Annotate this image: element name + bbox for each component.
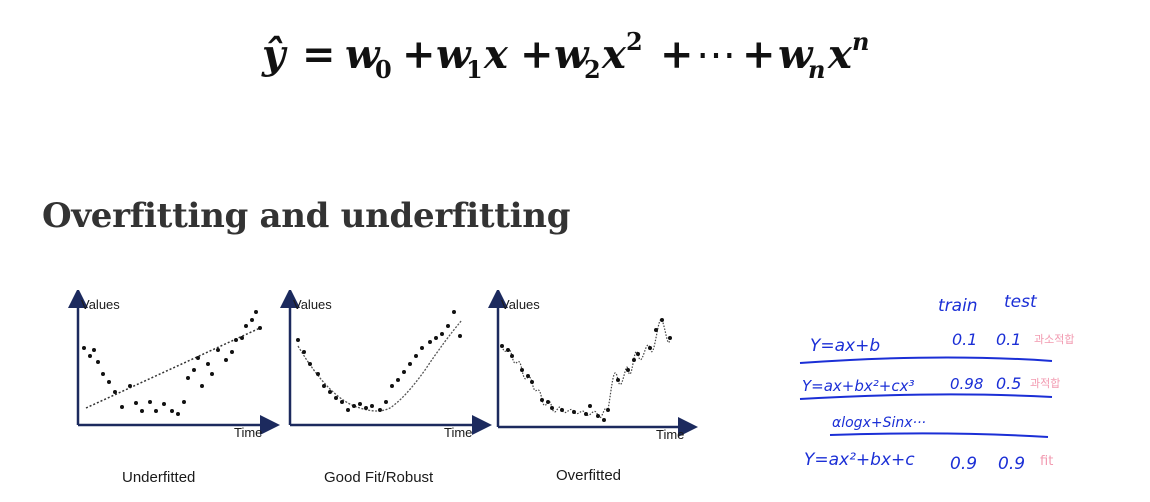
plot-good-fit: Values Time Good Fit/Robust [280, 290, 492, 486]
fitting-illustrations: Values Time Underfitted Values Time [68, 290, 698, 486]
plot-underfitted: Values Time Underfitted [68, 290, 280, 486]
row-model: Y=ax+b [810, 336, 880, 356]
row-divider [799, 393, 1053, 400]
y-axis-label: Values [81, 297, 120, 312]
data-points [82, 310, 262, 416]
formula-plus-3: + [660, 31, 694, 78]
formula-w0: w [345, 31, 381, 78]
plot-overfitted: Values Time Overfitted [488, 290, 698, 484]
regression-formula: ŷ = w 0 + w 1 x + w 2 x 2 + ⋯ + w n x n [261, 27, 869, 84]
row-divider [829, 432, 1049, 438]
row-remark: 과소적합 [1034, 333, 1074, 346]
row-train-score: 0.1 [952, 330, 977, 349]
formula-w0-sub: 0 [375, 55, 392, 84]
plot-caption: Underfitted [122, 469, 195, 486]
formula-yhat: ŷ [261, 31, 288, 78]
formula-equals: = [302, 31, 336, 78]
x-axis-label: Time [234, 425, 262, 440]
row-test-score: 0.5 [996, 374, 1021, 393]
linear-fit-line [85, 327, 261, 409]
formula-wn: w [778, 31, 814, 78]
row-divider [799, 356, 1053, 364]
aside-note: αlogx+Sinx··· [832, 415, 926, 431]
section-heading: Overfitting and underfitting [42, 196, 571, 236]
x-axis-label: Time [444, 425, 472, 440]
formula-plus-1: + [402, 31, 436, 78]
y-axis-label: Values [293, 297, 332, 312]
formula-w1-sub: 1 [466, 55, 483, 84]
column-header-test: test [1004, 292, 1038, 312]
formula-plus-4: + [742, 31, 776, 78]
plot-caption: Good Fit/Robust [324, 469, 434, 486]
row-remark: fit [1040, 454, 1053, 469]
formula-w2: w [554, 31, 590, 78]
row-model: Y=ax²+bx+c [804, 450, 915, 470]
row-train-score: 0.98 [950, 375, 983, 393]
row-test-score: 0.9 [998, 454, 1025, 474]
formula-xn: x [827, 31, 853, 78]
row-train-score: 0.9 [950, 454, 977, 474]
data-points [296, 310, 462, 412]
row-test-score: 0.1 [996, 330, 1021, 349]
row-model: Y=ax+bx²+cx³ [802, 377, 915, 395]
data-points [500, 318, 672, 422]
formula-x2: x [601, 31, 627, 78]
formula-wn-sub: n [808, 55, 825, 84]
formula-plus-2: + [520, 31, 554, 78]
formula-dots: ⋯ [696, 32, 736, 78]
formula-x1: x [483, 31, 509, 78]
formula-xn-sup: n [852, 27, 869, 56]
formula-w2-sub: 2 [584, 55, 601, 84]
handwritten-notes: train test Y=ax+b 0.1 0.1 과소적합 Y=ax+bx²+… [799, 292, 1074, 474]
formula-w1: w [436, 31, 472, 78]
formula-x2-sup: 2 [626, 27, 643, 56]
overfit-curve [501, 318, 671, 419]
y-axis-label: Values [501, 297, 540, 312]
column-header-train: train [938, 296, 978, 316]
plot-caption: Overfitted [556, 467, 621, 484]
quadratic-fit-curve [297, 319, 463, 412]
x-axis-label: Time [656, 427, 684, 442]
row-remark: 과적합 [1030, 377, 1060, 390]
